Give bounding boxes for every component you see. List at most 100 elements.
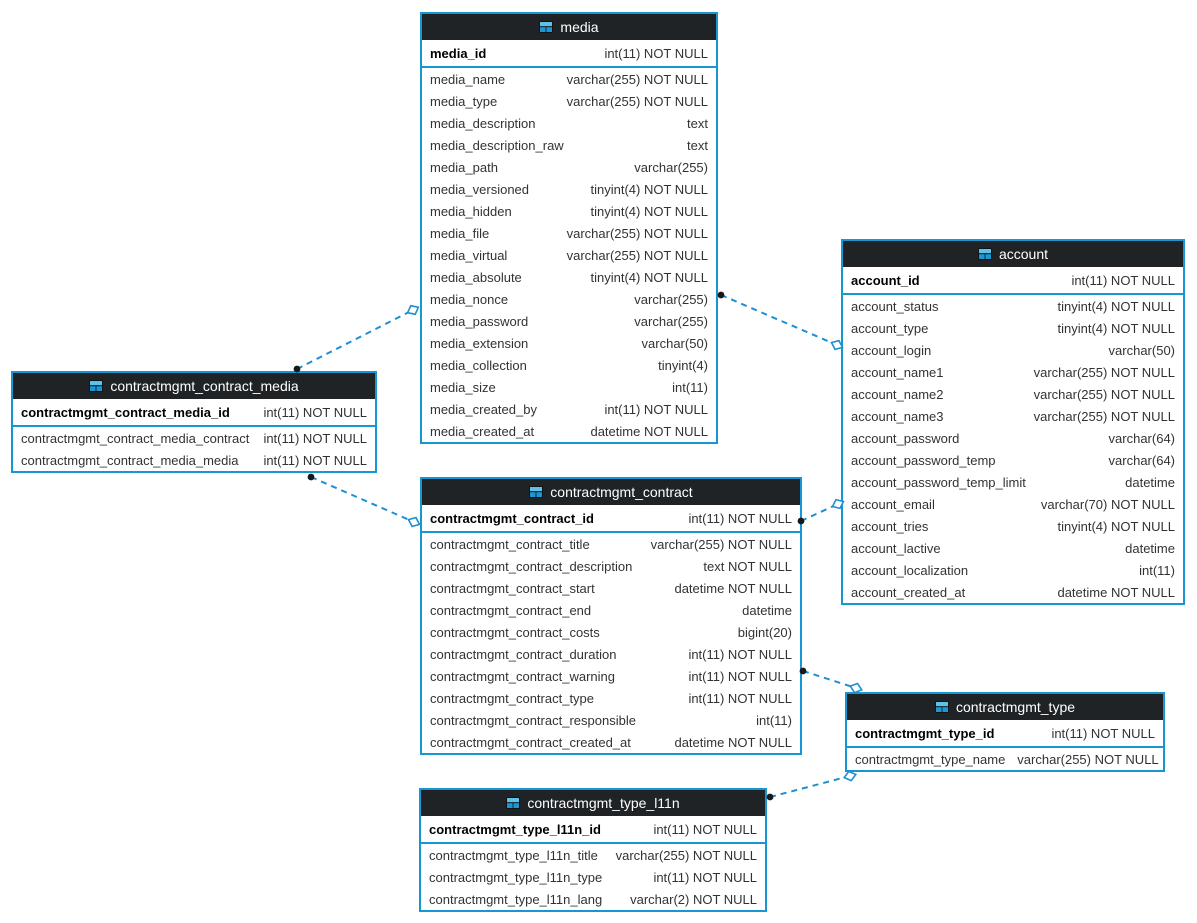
- column-name: account_login: [851, 342, 932, 358]
- column-type: int(11) NOT NULL: [688, 690, 792, 706]
- column-name: contractmgmt_contract_type: [430, 690, 595, 706]
- column-name: contractmgmt_contract_media_contract: [21, 430, 250, 446]
- column-type: tinyint(4) NOT NULL: [1057, 518, 1175, 534]
- column-type: int(11) NOT NULL: [263, 452, 367, 468]
- column-name: media_name: [430, 71, 506, 87]
- table-icon: [529, 486, 544, 498]
- column-type: tinyint(4) NOT NULL: [590, 269, 708, 285]
- table-row: media_description text: [422, 112, 716, 134]
- table-title: contractmgmt_contract_media: [110, 378, 299, 394]
- table-header[interactable]: contractmgmt_type: [847, 694, 1163, 720]
- column-type: int(11): [756, 712, 792, 728]
- column-type: varchar(255) NOT NULL: [566, 93, 708, 109]
- relationship-connector-media-to-account[interactable]: [717, 291, 845, 352]
- table-row-primary-key: media_id int(11) NOT NULL: [422, 40, 716, 66]
- relationship-connector-contractmgmt_contract_media-to-contractmgmt_contract[interactable]: [307, 473, 422, 529]
- relationship-connector-contractmgmt_contract_media-to-media[interactable]: [293, 303, 421, 373]
- table-title: media: [560, 19, 599, 35]
- table-row: media_path varchar(255): [422, 156, 716, 178]
- column-name: contractmgmt_contract_media_media: [21, 452, 239, 468]
- table-node-contractmgmt_type_l11n[interactable]: contractmgmt_type_l11n contractmgmt_type_…: [419, 788, 767, 912]
- column-name: contractmgmt_contract_start: [430, 580, 595, 596]
- column-name: media_description_raw: [430, 137, 564, 153]
- column-name: account_lactive: [851, 540, 941, 556]
- column-type: datetime NOT NULL: [674, 580, 792, 596]
- column-name: account_type: [851, 320, 929, 336]
- column-name: account_id: [851, 272, 920, 288]
- column-type: int(11) NOT NULL: [604, 45, 708, 61]
- column-name: contractmgmt_contract_description: [430, 558, 633, 574]
- column-type: varchar(255) NOT NULL: [1033, 386, 1175, 402]
- table-header[interactable]: contractmgmt_contract_media: [13, 373, 375, 399]
- table-header[interactable]: account: [843, 241, 1183, 267]
- column-name: contractmgmt_type_name: [855, 751, 1006, 767]
- column-name: media_absolute: [430, 269, 522, 285]
- table-node-contractmgmt_contract_media[interactable]: contractmgmt_contract_media contractmgmt_…: [11, 371, 377, 473]
- column-type: datetime NOT NULL: [590, 423, 708, 439]
- relationship-connector-contractmgmt_contract-to-contractmgmt_type[interactable]: [799, 667, 864, 695]
- table-row: contractmgmt_contract_type int(11) NOT NU…: [422, 687, 800, 709]
- relationship-connector-contractmgmt_contract-to-account[interactable]: [797, 497, 846, 525]
- column-name: account_password: [851, 430, 960, 446]
- column-name: media_description: [430, 115, 536, 131]
- column-name: contractmgmt_contract_media_id: [21, 404, 230, 420]
- table-title: contractmgmt_contract: [550, 484, 693, 500]
- connector-line: [296, 309, 414, 370]
- column-name: media_id: [430, 45, 487, 61]
- column-name: media_versioned: [430, 181, 530, 197]
- column-name: media_path: [430, 159, 498, 175]
- relationship-connector-contractmgmt_type_l11n-to-contractmgmt_type[interactable]: [766, 770, 858, 801]
- columns-section: contractmgmt_contract_media_contract int(…: [13, 427, 375, 471]
- column-name: account_created_at: [851, 584, 966, 600]
- column-type: int(11) NOT NULL: [604, 401, 708, 417]
- column-name: contractmgmt_contract_id: [430, 510, 594, 526]
- table-header[interactable]: media: [422, 14, 716, 40]
- column-type: datetime: [1125, 474, 1175, 490]
- column-type: varchar(70) NOT NULL: [1040, 496, 1175, 512]
- connector-line: [720, 294, 838, 346]
- column-name: account_password_temp_limit: [851, 474, 1026, 490]
- column-name: media_created_at: [430, 423, 535, 439]
- column-type: datetime: [742, 602, 792, 618]
- column-type: varchar(255): [634, 313, 708, 329]
- column-type: int(11) NOT NULL: [653, 821, 757, 837]
- column-type: varchar(255) NOT NULL: [1033, 364, 1175, 380]
- table-node-contractmgmt_contract[interactable]: contractmgmt_contract contractmgmt_contra…: [420, 477, 802, 755]
- column-type: text: [687, 115, 708, 131]
- column-name: contractmgmt_contract_title: [430, 536, 590, 552]
- table-header[interactable]: contractmgmt_contract: [422, 479, 800, 505]
- table-header[interactable]: contractmgmt_type_l11n: [421, 790, 765, 816]
- column-type: tinyint(4) NOT NULL: [1057, 298, 1175, 314]
- column-type: varchar(255) NOT NULL: [615, 847, 757, 863]
- column-name: media_file: [430, 225, 490, 241]
- column-type: varchar(255): [634, 291, 708, 307]
- column-name: contractmgmt_contract_costs: [430, 624, 600, 640]
- table-title: contractmgmt_type_l11n: [527, 795, 680, 811]
- column-type: varchar(255): [634, 159, 708, 175]
- column-name: contractmgmt_contract_end: [430, 602, 592, 618]
